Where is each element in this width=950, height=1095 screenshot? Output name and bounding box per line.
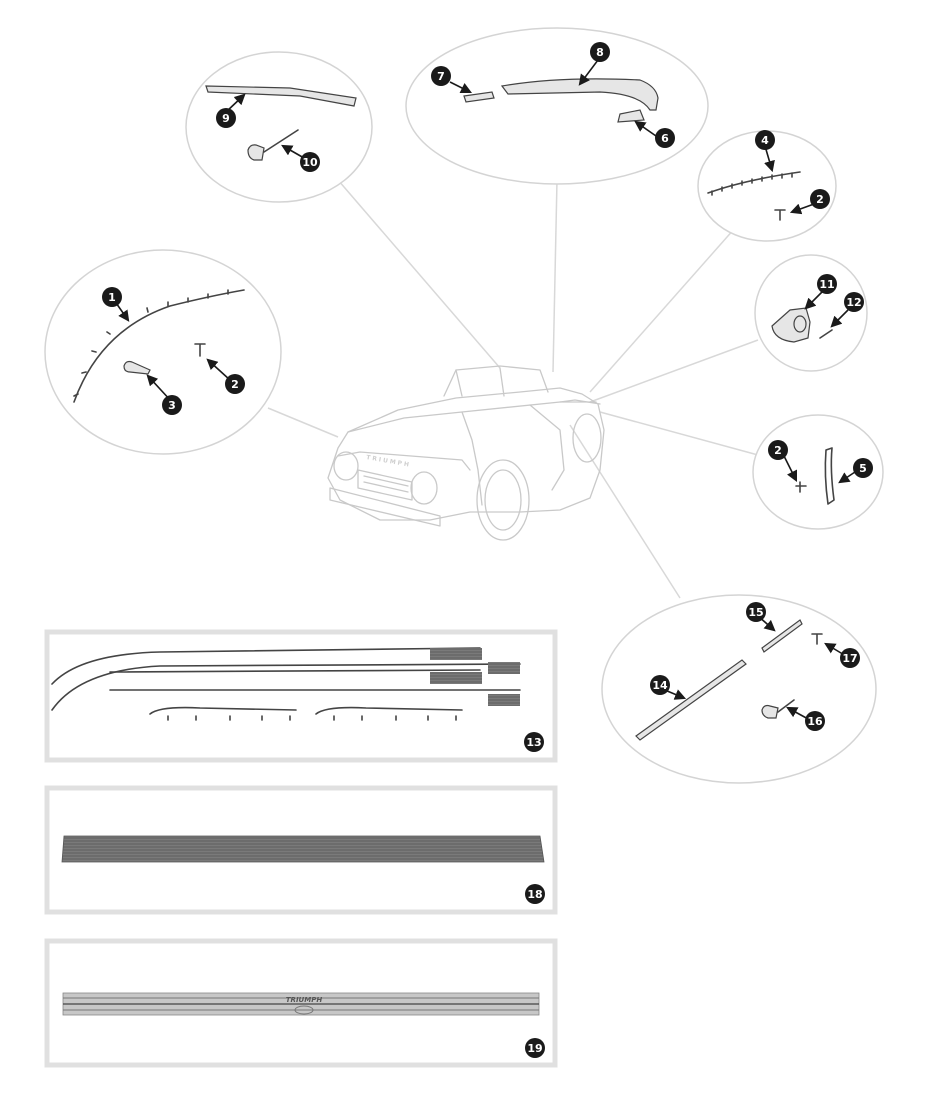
callout-circle [844, 292, 864, 312]
callout-6: 6 [655, 128, 675, 148]
callout-circle [655, 128, 675, 148]
callout-number: 2 [774, 444, 782, 457]
box-18 [44, 785, 558, 915]
callout-number: 18 [527, 888, 542, 901]
long-sill-trim-part [635, 659, 747, 741]
bubble-4-2 [697, 130, 837, 242]
callout-circle [524, 732, 544, 752]
callout-number: 11 [819, 278, 834, 291]
callout-number: 12 [846, 296, 861, 309]
callout-10: 10 [300, 152, 320, 172]
end-cap-right-part [617, 109, 645, 123]
callout-5: 5 [853, 458, 873, 478]
callout-circle [840, 648, 860, 668]
bubble-1-2-3 [44, 249, 282, 455]
windscreen-side-trim-part [73, 289, 245, 403]
bubble-11-12 [754, 254, 868, 372]
screw-part [123, 360, 151, 375]
callout-number: 2 [231, 378, 239, 391]
callout-13: 13 [524, 732, 544, 752]
clip-part [795, 481, 807, 493]
callout-circle [300, 152, 320, 172]
callout-circle [817, 274, 837, 294]
callout-circle [162, 395, 182, 415]
callout-18: 18 [525, 884, 545, 904]
callout-number: 7 [437, 70, 445, 83]
rivet-part [761, 699, 795, 719]
rivet-part [247, 129, 299, 161]
callout-19: 19 [525, 1038, 545, 1058]
callout-circle [746, 602, 766, 622]
callout-8: 8 [590, 42, 610, 62]
callout-circle [768, 440, 788, 460]
callout-circle [525, 884, 545, 904]
callout-number: 2 [816, 193, 824, 206]
callout-17: 17 [840, 648, 860, 668]
svg-text:TRIUMPH: TRIUMPH [366, 454, 412, 469]
car-outline: TRIUMPH [327, 365, 605, 541]
callout-circle [216, 108, 236, 128]
sill-badge: TRIUMPH [286, 996, 323, 1004]
bubble-9-10 [185, 51, 373, 203]
callout-number: 3 [168, 399, 176, 412]
callout-number: 4 [761, 134, 769, 147]
bubble-6-7-8 [405, 27, 709, 185]
screw-part [819, 329, 833, 339]
callout-1: 1 [102, 287, 122, 307]
callout-2: 2 [225, 374, 245, 394]
callout-14: 14 [650, 675, 670, 695]
clip-part [774, 209, 786, 221]
callout-circle [810, 189, 830, 209]
callout-circle [102, 287, 122, 307]
callout-2: 2 [768, 440, 788, 460]
callout-15: 15 [746, 602, 766, 622]
callout-9: 9 [216, 108, 236, 128]
windscreen-top-trim-part [500, 78, 659, 111]
callout-3: 3 [162, 395, 182, 415]
rear-deck-trim-part [205, 85, 357, 107]
callout-number: 17 [842, 652, 857, 665]
callout-number: 6 [661, 132, 669, 145]
callout-circle [853, 458, 873, 478]
short-trim-part [761, 619, 803, 653]
callout-circle [755, 130, 775, 150]
callout-7: 7 [431, 66, 451, 86]
leader-lines [267, 179, 759, 599]
box-13 [44, 629, 558, 763]
callout-circle [525, 1038, 545, 1058]
callout-number: 9 [222, 112, 230, 125]
callout-number: 16 [807, 715, 823, 728]
callout-circle [650, 675, 670, 695]
callout-circle [590, 42, 610, 62]
end-cap-left-part [463, 91, 495, 103]
vertical-trim-part [824, 447, 835, 505]
bubble-14-17 [601, 594, 877, 784]
clip-part [811, 633, 823, 645]
callout-16: 16 [805, 711, 825, 731]
side-trim-part [707, 171, 801, 194]
box-19: TRIUMPH [44, 938, 558, 1068]
callout-circle [225, 374, 245, 394]
callout-circle [805, 711, 825, 731]
callout-number: 13 [526, 736, 541, 749]
callout-circle [431, 66, 451, 86]
callout-number: 1 [108, 291, 116, 304]
callout-4: 4 [755, 130, 775, 150]
callout-11: 11 [817, 274, 837, 294]
callout-number: 15 [748, 606, 763, 619]
callout-12: 12 [844, 292, 864, 312]
callout-number: 14 [652, 679, 668, 692]
callout-number: 10 [302, 156, 318, 169]
callout-number: 19 [527, 1042, 542, 1055]
clip-part [194, 343, 206, 357]
callout-number: 8 [596, 46, 604, 59]
callout-2: 2 [810, 189, 830, 209]
callout-number: 5 [859, 462, 867, 475]
